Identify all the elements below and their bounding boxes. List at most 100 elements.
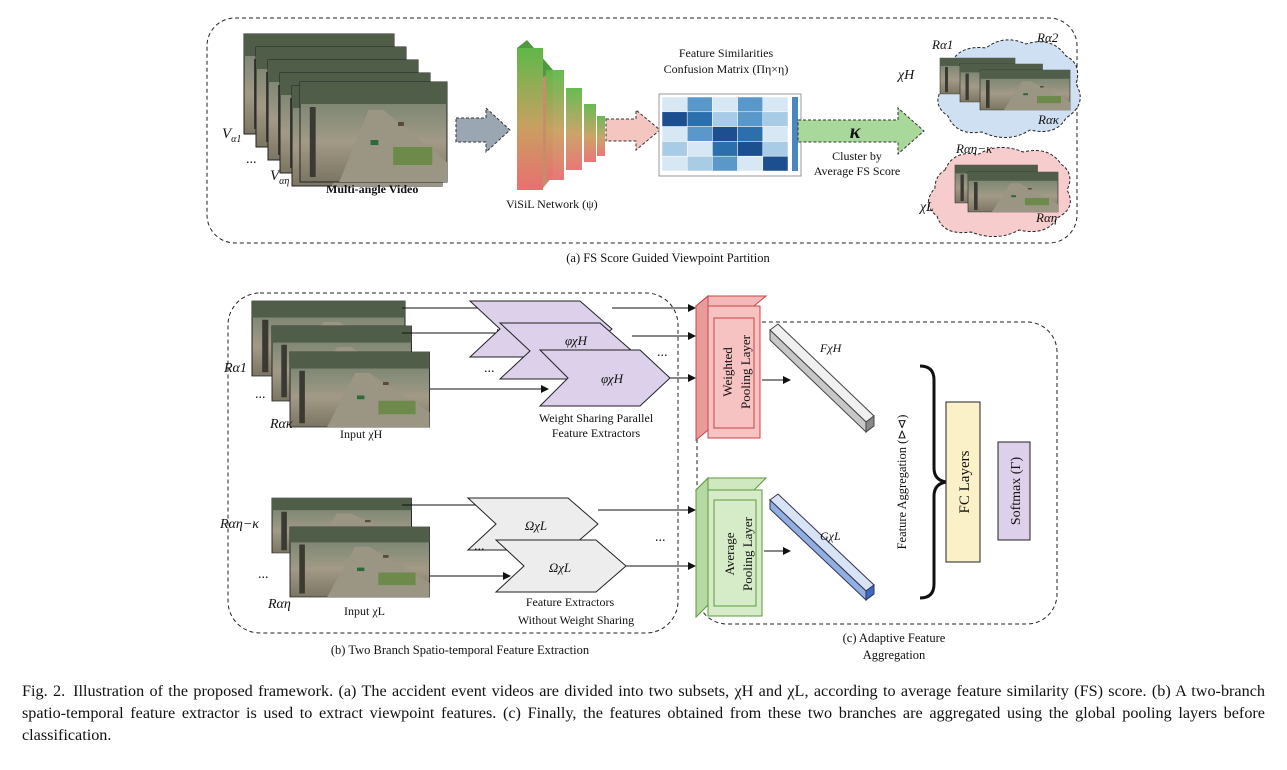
f-feature-vector	[769, 323, 875, 434]
softmax-box	[997, 441, 1031, 541]
phi-label-2: φχH	[601, 371, 624, 386]
omega-extractors	[466, 497, 627, 593]
video-bottom-label: Vαη	[270, 168, 289, 187]
matrix-cell	[686, 126, 713, 142]
r-alpha-eta-k-label-b: Rαη−κ	[219, 517, 259, 532]
matrix-cell	[661, 155, 688, 172]
panel-c-border	[696, 321, 1058, 625]
matrix-colorbar	[792, 97, 798, 171]
average-label-1: Average	[722, 532, 737, 575]
input-h-frames	[251, 300, 430, 428]
aggregation-label: Feature Aggregation (⊳⊲)	[895, 415, 909, 550]
matrix-cell	[661, 141, 688, 157]
matrix-cell	[737, 155, 764, 172]
r-alpha1-label-b: Rα1	[223, 361, 247, 376]
kappa-arrow	[797, 106, 925, 156]
panel-b-border	[227, 292, 679, 634]
omega-label-1: ΩχL	[525, 518, 547, 533]
figure-label: Fig. 2.	[22, 682, 66, 700]
matrix-title-1: Feature Similarities	[679, 46, 774, 60]
cluster-label-2: Average FS Score	[814, 164, 900, 178]
video-top-label: Vα1	[222, 126, 241, 145]
visil-network-label: ViSiL Network (ψ)	[506, 197, 598, 211]
cluster-label-1: Cluster by	[832, 149, 882, 163]
matrix-cell	[762, 141, 789, 157]
weighted-label-1: Weighted	[720, 347, 735, 397]
r-alpha-eta-label-a: Rαη	[1035, 210, 1057, 225]
g-feature-vector	[769, 493, 875, 602]
phi-ellipsis: ...	[484, 361, 495, 376]
input-h-label: Input χH	[340, 427, 383, 441]
matrix-cell	[686, 141, 713, 157]
f-label: FχH	[819, 341, 843, 355]
weight-sharing-label-1: Weight Sharing Parallel	[539, 411, 654, 425]
matrix-cell	[712, 155, 738, 172]
chi-h-label-a: χH	[896, 68, 915, 83]
matrix-cell	[686, 111, 713, 127]
phi-extractors	[468, 300, 671, 407]
no-share-label-2: Without Weight Sharing	[518, 613, 634, 627]
r-alpha-eta-k-label-a: Rαη−κ	[955, 141, 993, 156]
multi-angle-video-stack	[243, 33, 448, 187]
multi-angle-video-label: Multi-angle Video	[326, 182, 418, 196]
framework-figure: Vα1 ... Vαη Multi-angle Video ViSiL Netw…	[206, 17, 1081, 662]
matrix-cell	[661, 126, 688, 142]
r-alpha1-label-a: Rα1	[931, 37, 953, 52]
r-alpha2-label-a: Rα2	[1036, 30, 1059, 45]
matrix-cell	[661, 96, 688, 113]
panel-a-border	[206, 17, 1078, 244]
matrix-cell	[712, 126, 738, 142]
video-ellipsis: ...	[246, 152, 257, 167]
fc-layers-label: FC Layers	[957, 450, 973, 513]
matrix-cell	[712, 96, 738, 113]
weighted-label-2: Pooling Layer	[738, 334, 753, 409]
g-label: GχL	[820, 529, 841, 543]
matrix-cell	[762, 111, 789, 127]
panel-b-caption: (b) Two Branch Spatio-temporal Feature E…	[331, 643, 590, 657]
weighted-pooling-layer	[694, 294, 768, 442]
matrix-cell	[661, 111, 688, 127]
phi-label-1: φχH	[565, 333, 588, 348]
input-l-frames	[271, 497, 430, 598]
weight-sharing-label-2: Feature Extractors	[552, 426, 641, 440]
no-share-label-1: Feature Extractors	[526, 595, 615, 609]
r-alpha-eta-label-b: Rαη	[267, 597, 291, 612]
average-label-2: Pooling Layer	[740, 516, 755, 591]
input-l-ellipsis: ...	[258, 567, 269, 582]
panel-c-caption-1: (c) Adaptive Feature	[843, 631, 946, 645]
confusion-matrix	[658, 93, 802, 177]
matrix-cell	[737, 126, 764, 142]
chi-l-label-a: χL	[918, 200, 934, 215]
phi-right-ellipsis: ...	[657, 345, 668, 360]
panel-a-caption: (a) FS Score Guided Viewpoint Partition	[566, 251, 770, 265]
cluster-low-frames	[954, 164, 1059, 213]
input-l-label: Input χL	[344, 604, 385, 618]
arrow-to-matrix	[605, 108, 661, 152]
matrix-cell	[762, 96, 789, 113]
matrix-cell	[686, 155, 713, 172]
matrix-cell	[762, 155, 789, 172]
aggregation-brace	[919, 364, 947, 600]
matrix-cell	[737, 141, 764, 157]
figure-caption-text: Illustration of the proposed framework. …	[22, 682, 1265, 744]
omega-label-2: ΩχL	[549, 560, 571, 575]
matrix-cell	[712, 141, 738, 157]
figure-caption: Fig. 2.Illustration of the proposed fram…	[22, 680, 1265, 746]
matrix-cell	[712, 111, 738, 127]
matrix-cell	[686, 96, 713, 113]
panel-c-caption-2: Aggregation	[863, 648, 926, 662]
matrix-cell	[737, 111, 764, 127]
input-h-ellipsis: ...	[255, 387, 266, 402]
softmax-label: Softmax (Γ)	[1009, 456, 1024, 525]
r-alphak-label-a: Rακ	[1037, 112, 1060, 127]
matrix-cell	[762, 126, 789, 142]
r-alphak-label-b: Rακ	[269, 417, 293, 432]
visil-network	[517, 40, 605, 190]
omega-ellipsis: ...	[474, 539, 485, 554]
average-pooling-layer	[694, 476, 768, 619]
fc-layers-box	[945, 401, 981, 563]
matrix-cell	[737, 96, 764, 113]
omega-right-ellipsis: ...	[655, 530, 666, 545]
matrix-title-2: Confusion Matrix (Πη×η)	[664, 62, 789, 76]
arrow-to-visil	[455, 106, 511, 154]
